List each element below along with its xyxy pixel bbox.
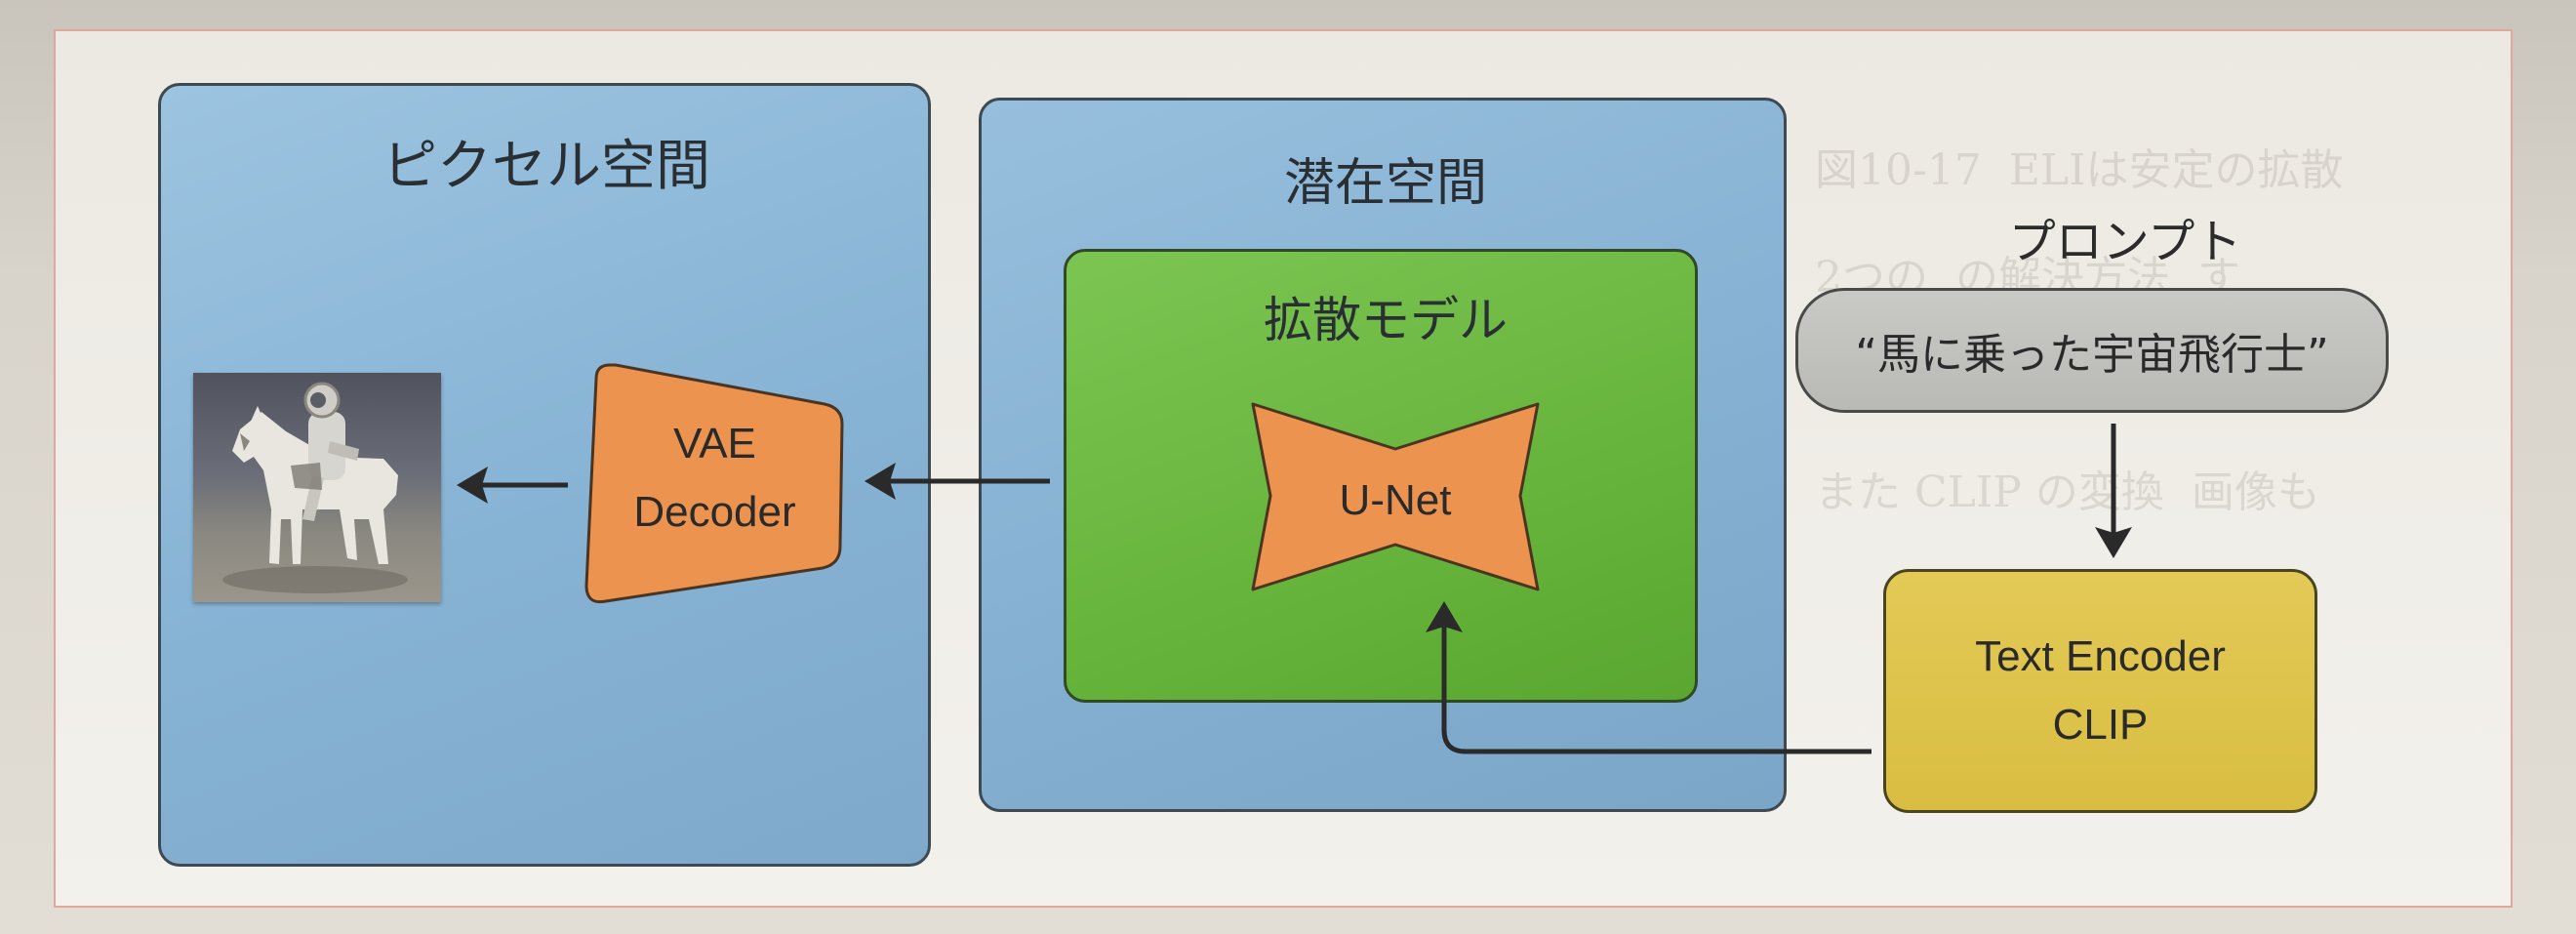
clip-label: CLIP xyxy=(2052,701,2149,749)
prompt-text-box: “馬に乗った宇宙飛行士” xyxy=(1795,288,2389,413)
generated-image xyxy=(193,373,441,602)
astronaut-horse-illustration xyxy=(222,382,408,593)
arrow-prompt-to-clip xyxy=(2095,424,2132,558)
arrow-vae-to-image xyxy=(457,467,568,504)
unet-label: U-Net xyxy=(1339,476,1452,524)
vae-decoder-block: VAE Decoder xyxy=(581,359,849,611)
vae-label: VAE xyxy=(673,420,756,467)
vae-trapezoid-shape xyxy=(584,363,844,604)
text-encoder-label: Text Encoder xyxy=(1975,632,2226,680)
decoder-label: Decoder xyxy=(633,488,796,536)
unet-block: U-Net xyxy=(1249,398,1542,593)
arrow-clip-to-unet xyxy=(1426,601,1872,754)
prompt-label: プロンプト xyxy=(2008,215,2242,269)
arrow-unet-to-vae xyxy=(865,463,1050,500)
unet-hourglass-shape xyxy=(1251,402,1540,591)
pixel-space-title: ピクセル空間 xyxy=(382,135,710,198)
diffusion-model-title: 拡散モデル xyxy=(1264,292,1508,348)
latent-space-title: 潜在空間 xyxy=(1283,154,1488,213)
text-encoder-clip-block: Text Encoder CLIP xyxy=(1883,569,2317,813)
